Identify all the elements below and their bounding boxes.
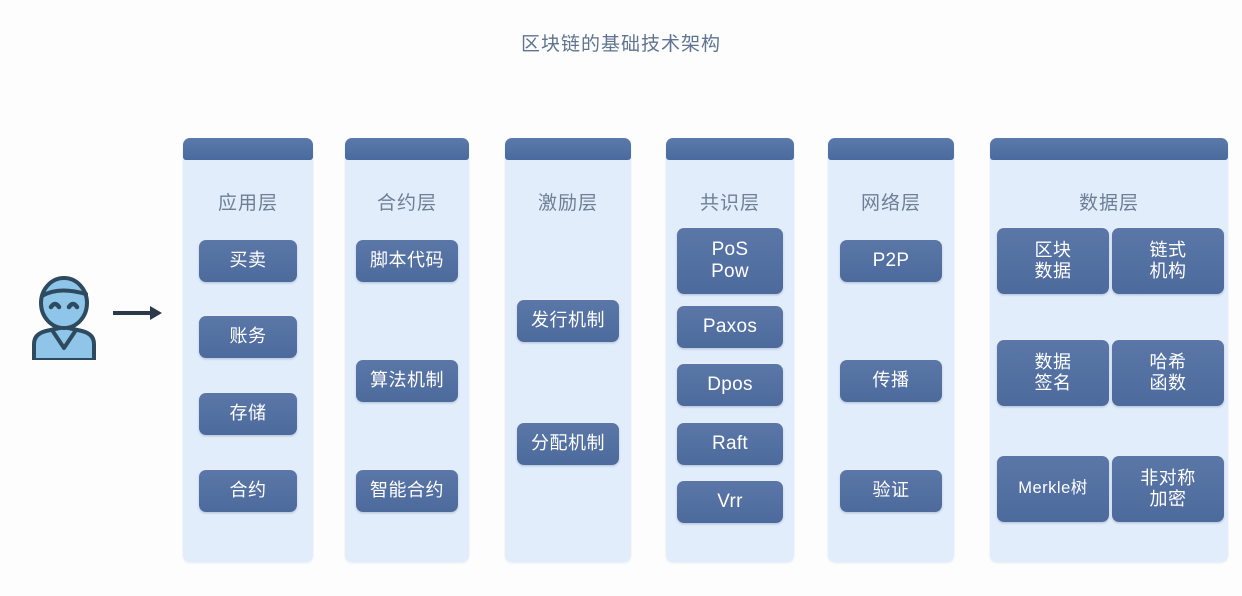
layer-item[interactable]: Paxos [677, 306, 783, 348]
layer-item[interactable]: Dpos [677, 364, 783, 406]
layer-item[interactable]: 脚本代码 [356, 240, 458, 282]
layer-column-contract-layer: 合约层脚本代码算法机制智能合约 [345, 138, 469, 562]
layer-column-incentive-layer: 激励层发行机制分配机制 [505, 138, 631, 562]
layer-column-header-contract-layer [345, 138, 469, 160]
layer-item[interactable]: 数据 签名 [997, 340, 1109, 406]
layer-column-header-network-layer [828, 138, 954, 160]
layer-item[interactable]: Merkle树 [997, 456, 1109, 522]
layer-title-incentive-layer: 激励层 [537, 193, 598, 214]
layer-item[interactable]: 区块 数据 [997, 228, 1109, 294]
layer-column-application-layer: 应用层买卖账务存储合约 [183, 138, 313, 562]
layer-item[interactable]: Raft [677, 423, 783, 465]
layer-item[interactable]: P2P [840, 240, 942, 282]
layer-item[interactable]: 账务 [199, 316, 297, 358]
user-avatar-icon [28, 274, 100, 362]
layer-item[interactable]: 分配机制 [517, 423, 619, 465]
layer-item[interactable]: Vrr [677, 481, 783, 523]
layer-item[interactable]: 发行机制 [517, 300, 619, 342]
layer-item[interactable]: 传播 [840, 360, 942, 402]
layer-column-header-application-layer [183, 138, 313, 160]
layer-title-contract-layer: 合约层 [376, 193, 437, 214]
layer-item[interactable]: 智能合约 [356, 470, 458, 512]
layer-item[interactable]: 链式 机构 [1112, 228, 1224, 294]
layer-item[interactable]: 买卖 [199, 240, 297, 282]
page-title: 区块链的基础技术架构 [520, 34, 721, 55]
layer-column-header-consensus-layer [666, 138, 794, 160]
layer-title-network-layer: 网络层 [860, 193, 921, 214]
layer-item[interactable]: 合约 [199, 470, 297, 512]
layer-title-consensus-layer: 共识层 [699, 193, 760, 214]
layer-column-header-incentive-layer [505, 138, 631, 160]
layer-item[interactable]: 验证 [840, 470, 942, 512]
right-arrow-icon [112, 303, 164, 323]
layer-item[interactable]: 非对称 加密 [1112, 456, 1224, 522]
layer-item[interactable]: 哈希 函数 [1112, 340, 1224, 406]
layer-title-data-layer: 数据层 [1078, 193, 1139, 214]
layer-item[interactable]: 算法机制 [356, 360, 458, 402]
layer-column-header-data-layer [990, 138, 1228, 160]
layer-item[interactable]: 存储 [199, 393, 297, 435]
layer-column-network-layer: 网络层 P2P 传播验证 [828, 138, 954, 562]
layer-item[interactable]: PoS Pow [677, 228, 783, 294]
layer-title-application-layer: 应用层 [217, 193, 278, 214]
